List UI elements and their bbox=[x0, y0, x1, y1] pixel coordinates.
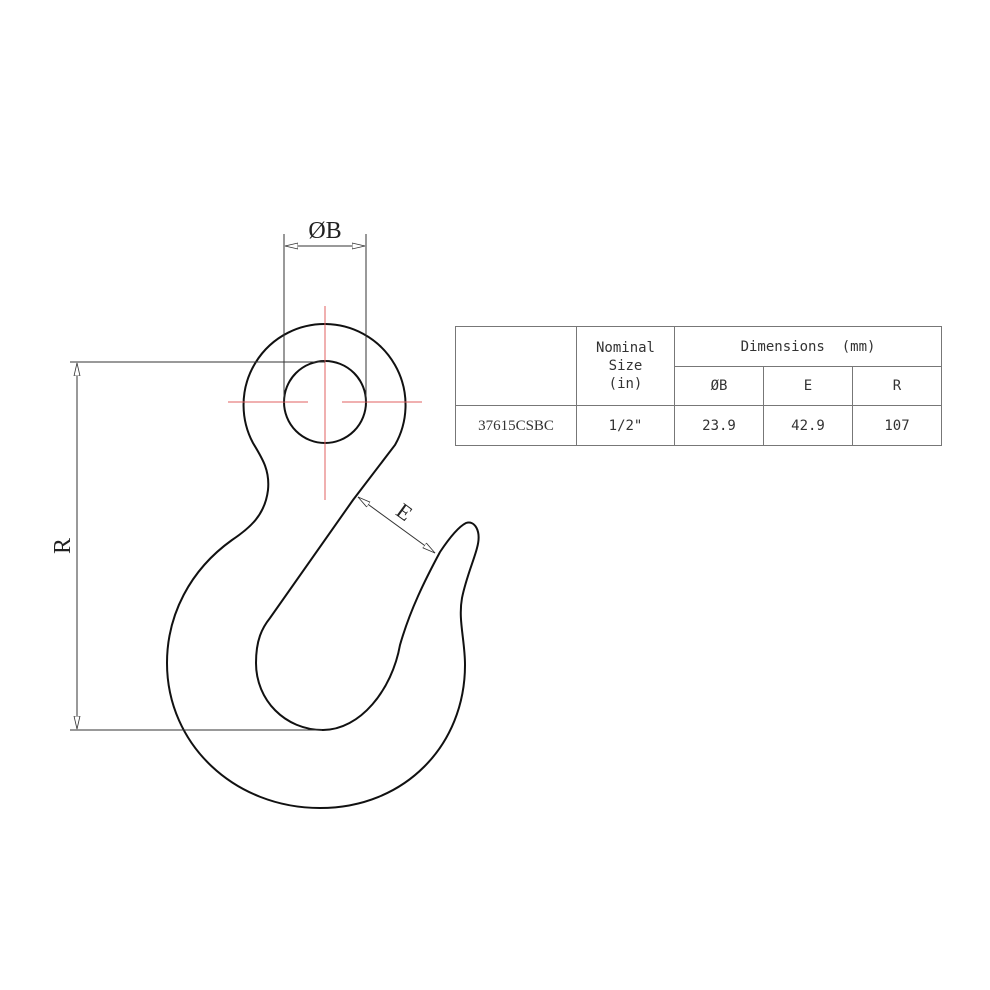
dimension-r-label: R bbox=[50, 538, 76, 554]
header-line: (in) bbox=[608, 376, 643, 392]
header-line: Size bbox=[608, 358, 643, 374]
dimension-b-label: ØB bbox=[308, 218, 341, 244]
nominal-size-header: Nominal Size (in) bbox=[576, 326, 675, 406]
dimension-e bbox=[358, 496, 435, 554]
hook-outline bbox=[165, 323, 480, 810]
nominal-size-value: 1/2" bbox=[576, 405, 675, 446]
dimension-e-label: E bbox=[392, 498, 418, 526]
column-r-header: R bbox=[852, 366, 942, 406]
column-b-header: ØB bbox=[674, 366, 764, 406]
b-value: 23.9 bbox=[674, 405, 764, 446]
table-row: 37615CSBC 1/2" 23.9 42.9 107 bbox=[455, 405, 942, 446]
header-line: Nominal bbox=[595, 340, 655, 356]
hook-body-outline bbox=[165, 323, 480, 810]
dimension-r bbox=[70, 361, 325, 731]
r-value: 107 bbox=[852, 405, 942, 446]
e-value: 42.9 bbox=[763, 405, 853, 446]
column-e-header: E bbox=[763, 366, 853, 406]
dimensions-table: Nominal Size (in) Dimensions (mm) ØB E R… bbox=[455, 326, 942, 446]
part-number: 37615CSBC bbox=[455, 405, 577, 446]
dimension-b bbox=[283, 234, 367, 402]
dimensions-header: Dimensions (mm) bbox=[674, 326, 942, 367]
centerlines bbox=[228, 306, 422, 500]
blank-header-cell bbox=[455, 326, 577, 406]
